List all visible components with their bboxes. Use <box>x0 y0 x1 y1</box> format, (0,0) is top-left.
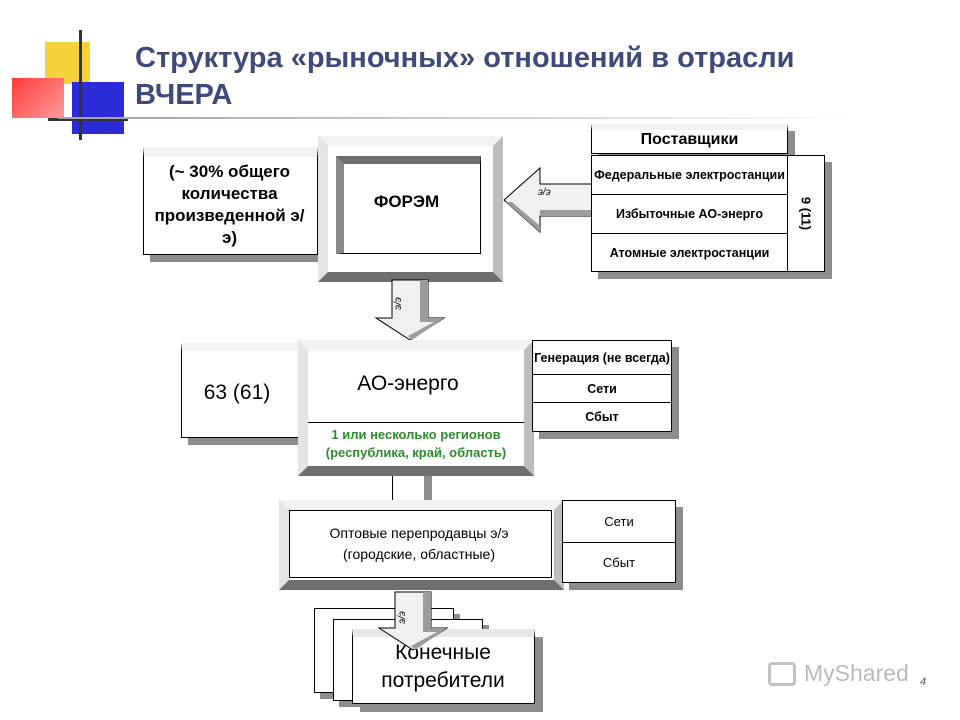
ao-energo-regions: 1 или несколько регионов (республика, кр… <box>325 427 507 460</box>
suppliers-table: Поставщики <box>591 124 788 154</box>
suppliers-count-box: 9 (11) <box>787 155 825 272</box>
ao-function-item: Сбыт <box>585 410 619 424</box>
supplier-item: Федеральные электростанции <box>592 156 787 195</box>
suppliers-header: Поставщики <box>640 131 739 148</box>
supplier-item: Атомные электростанции <box>609 246 770 260</box>
ao-count-box: 63 (61) <box>181 343 306 438</box>
resellers-label: Оптовые перепродавцы э/э (городские, обл… <box>329 525 509 562</box>
consumers-box: Конечные потребители <box>352 629 535 704</box>
resellers-inner: Оптовые перепродавцы э/э (городские, обл… <box>289 510 552 578</box>
reseller-function-item: Сбыт <box>602 555 636 570</box>
forem-note-text: (~ 30% общего количества произведенной э… <box>154 162 305 247</box>
suppliers-count: 9 (11) <box>798 196 814 231</box>
page-number: 4 <box>920 676 927 688</box>
ao-count: 63 (61) <box>203 381 271 404</box>
ao-energo-inner: АО-энерго <box>308 350 524 423</box>
arrow-label-resellers-consumers: э/э <box>396 611 408 624</box>
forem-note-box: (~ 30% общего количества произведенной э… <box>143 147 318 255</box>
forem-box: ФОРЭМ <box>318 136 503 282</box>
watermark-text: MyShared <box>804 660 909 686</box>
supplier-item: Избыточные АО-энерго <box>592 195 787 234</box>
ao-energo-label: АО-энерго <box>357 372 459 395</box>
ao-function-item: Генерация (не всегда) <box>533 341 671 375</box>
ao-functions-table: Генерация (не всегда) Сети Сбыт <box>532 340 672 432</box>
ao-energo-box: АО-энерго 1 или несколько регионов (респ… <box>298 340 534 476</box>
resellers-functions-table: Сети Сбыт <box>562 500 676 583</box>
arrow-label-suppliers-forem: э/э <box>538 187 551 198</box>
watermark: MyShared <box>768 658 928 694</box>
suppliers-list: Федеральные электростанции Избыточные АО… <box>591 155 788 272</box>
watermark-icon <box>768 662 796 686</box>
connector-ao-resellers <box>392 476 432 502</box>
arrow-label-forem-ao: э/э <box>392 297 404 310</box>
resellers-box: Оптовые перепродавцы э/э (городские, обл… <box>279 500 564 590</box>
arrow-suppliers-to-forem <box>503 166 595 234</box>
title-underline <box>58 117 858 119</box>
slide-title: Структура «рыночных» отношений в отрасли… <box>135 42 795 111</box>
arrow-resellers-to-consumers <box>377 591 449 651</box>
reseller-function-item: Сети <box>563 501 675 543</box>
ao-function-item: Сети <box>533 375 671 403</box>
arrow-forem-to-ao <box>374 279 446 341</box>
forem-label: ФОРЭМ <box>373 192 440 211</box>
forem-inner-frame: ФОРЭМ <box>336 156 481 254</box>
